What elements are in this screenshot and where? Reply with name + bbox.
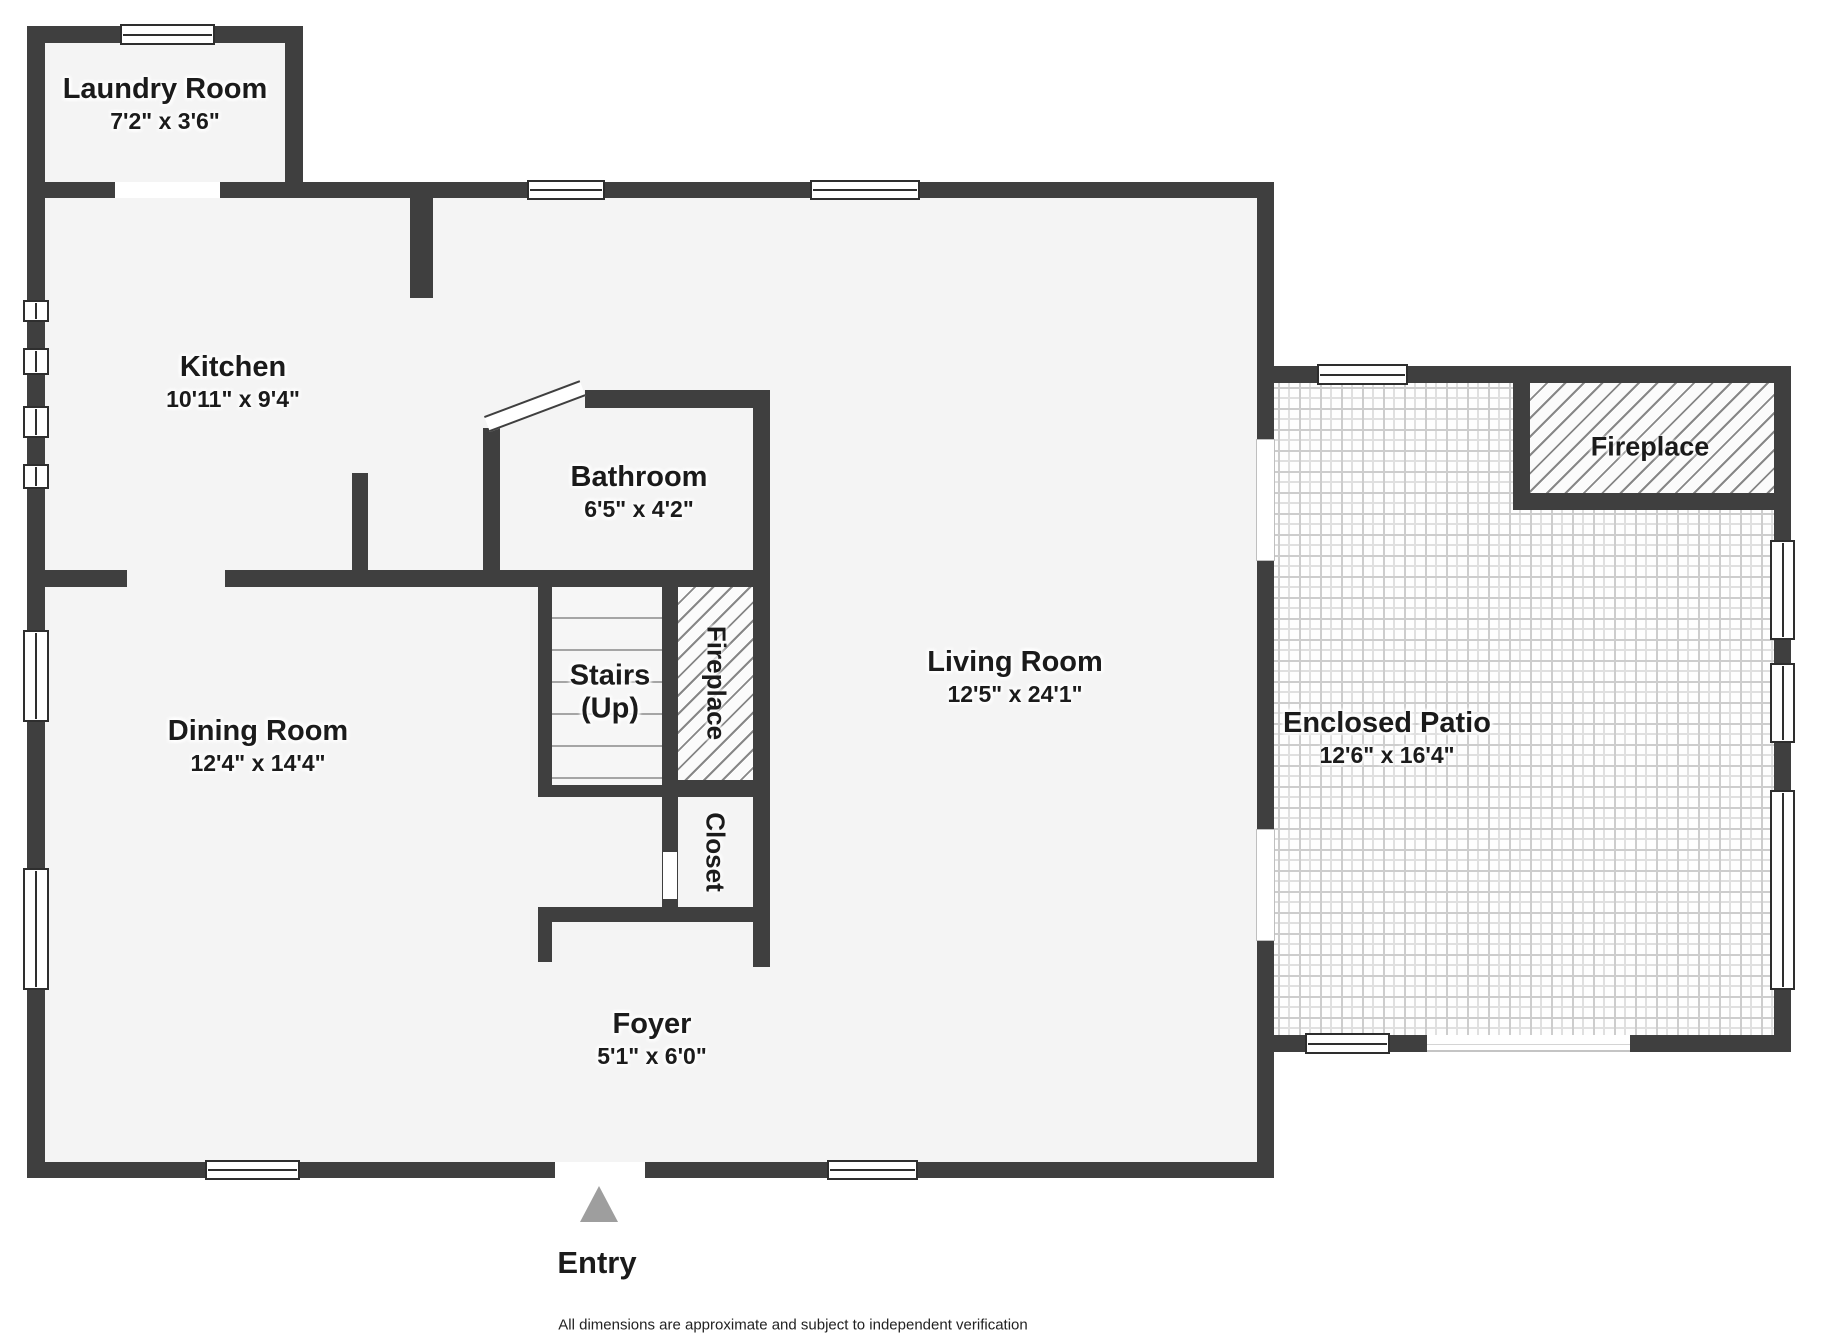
stairs-right-wall (662, 587, 678, 797)
patio-fireplace-bottom-wall (1513, 493, 1791, 510)
entry-arrow-icon (580, 1186, 618, 1222)
bottom-wall (27, 1162, 1274, 1178)
patio-name: Enclosed Patio (1283, 706, 1491, 739)
dining-room-label: Dining Room 12'4" x 14'4" (168, 715, 348, 779)
stairs-left-wall (538, 587, 552, 795)
stairs-fireplace-label: Fireplace (701, 625, 732, 741)
closet-door-opening (663, 852, 677, 899)
bathroom-label: Bathroom 6'5" x 4'2" (571, 461, 708, 525)
patio-sliding-opening (1427, 1035, 1630, 1052)
living-room-name: Living Room (927, 645, 1103, 678)
top-wall (27, 182, 1274, 198)
entry-label: Entry (557, 1245, 637, 1280)
dining-room-dims: 12'4" x 14'4" (190, 750, 326, 777)
foyer-label: Foyer 5'1" x 6'0" (597, 1008, 707, 1072)
patio-upper-door-opening (1256, 439, 1275, 561)
disclaimer-text: All dimensions are approximate and subje… (558, 1316, 1028, 1334)
living-room-label: Living Room 12'5" x 24'1" (927, 646, 1103, 710)
kitchen-left-window-4 (23, 464, 49, 489)
stairs-label: Stairs (Up) (570, 660, 651, 727)
kitchen-left-window-3 (23, 406, 49, 438)
laundry-room-dims: 7'2" x 3'6" (110, 108, 220, 135)
dining-left-window-1 (23, 630, 49, 722)
stairs-direction: (Up) (581, 693, 639, 725)
kitchen-label: Kitchen 10'11" x 9'4" (166, 351, 300, 415)
laundry-door-opening (115, 182, 220, 198)
patio-fireplace-left-wall (1513, 366, 1530, 510)
kitchen-top-window (527, 180, 605, 200)
laundry-room-label: Laundry Room 7'2" x 3'6" (63, 73, 268, 137)
patio-bottom-window (1305, 1033, 1390, 1054)
living-bottom-window (827, 1160, 918, 1180)
stairs-fireplace-bottom-wall (662, 780, 770, 797)
dining-room-name: Dining Room (167, 714, 349, 747)
patio-dims: 12'6" x 16'4" (1319, 742, 1455, 769)
right-wall (1257, 182, 1274, 1178)
bathroom-dims: 6'5" x 4'2" (584, 496, 694, 523)
foyer-name: Foyer (612, 1007, 692, 1040)
laundry-room-name: Laundry Room (62, 72, 268, 105)
foyer-dims: 5'1" x 6'0" (597, 1043, 707, 1070)
kitchen-upper-stub-wall (410, 198, 433, 298)
closet-label: Closet (700, 812, 731, 892)
divider-door-opening (127, 570, 225, 587)
bathroom-left-wall (483, 428, 500, 570)
kitchen-name: Kitchen (179, 350, 287, 383)
patio-right-window-2 (1770, 663, 1795, 743)
bathroom-top-wall (585, 390, 770, 408)
kitchen-left-window-1 (23, 300, 49, 322)
bathroom-name: Bathroom (570, 460, 708, 493)
kitchen-dims: 10'11" x 9'4" (166, 386, 300, 413)
stairs-bottom-wall (538, 785, 678, 797)
patio-right-window-3 (1770, 790, 1795, 990)
patio-top-window (1317, 364, 1408, 385)
stairs-steps (552, 587, 662, 785)
patio-right-window-1 (1770, 540, 1795, 640)
foyer-left-stub-wall (538, 922, 552, 962)
kitchen-left-window-2 (23, 348, 49, 375)
dining-bottom-window (205, 1160, 300, 1180)
stairs-name: Stairs (569, 659, 651, 692)
dining-left-window-2 (23, 868, 49, 990)
foyer-right-stub-wall (753, 922, 768, 967)
laundry-floor (27, 26, 303, 198)
laundry-window (120, 24, 215, 45)
patio-lower-door-opening (1256, 829, 1275, 941)
laundry-left-wall (27, 26, 45, 198)
living-room-dims: 12'5" x 24'1" (947, 681, 1083, 708)
center-column-right-wall (753, 390, 770, 967)
laundry-right-wall (285, 26, 303, 188)
kitchen-lower-stub-wall (352, 473, 368, 570)
patio-fireplace-label: Fireplace (1590, 431, 1710, 462)
foyer-top-wall (538, 907, 768, 922)
living-top-window (810, 180, 920, 200)
patio-label: Enclosed Patio 12'6" x 16'4" (1283, 707, 1491, 771)
patio-fireplace-hatch (1530, 383, 1774, 493)
entry-door-opening (555, 1162, 645, 1178)
stairs-fireplace-hatch (678, 587, 753, 780)
